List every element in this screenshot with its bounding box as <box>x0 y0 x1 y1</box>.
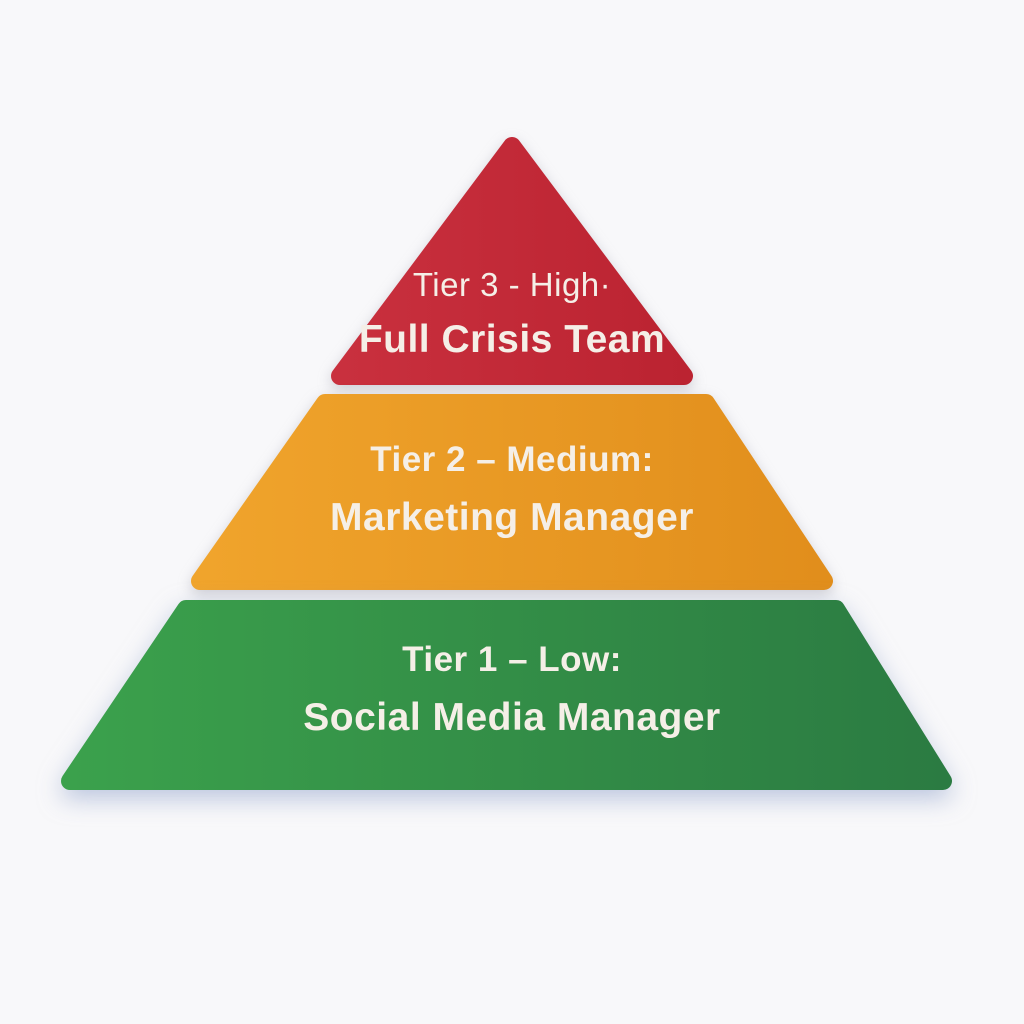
tier-2-shape <box>191 394 833 590</box>
tier-1-shape <box>61 600 952 790</box>
tier-3-shape <box>331 137 693 385</box>
